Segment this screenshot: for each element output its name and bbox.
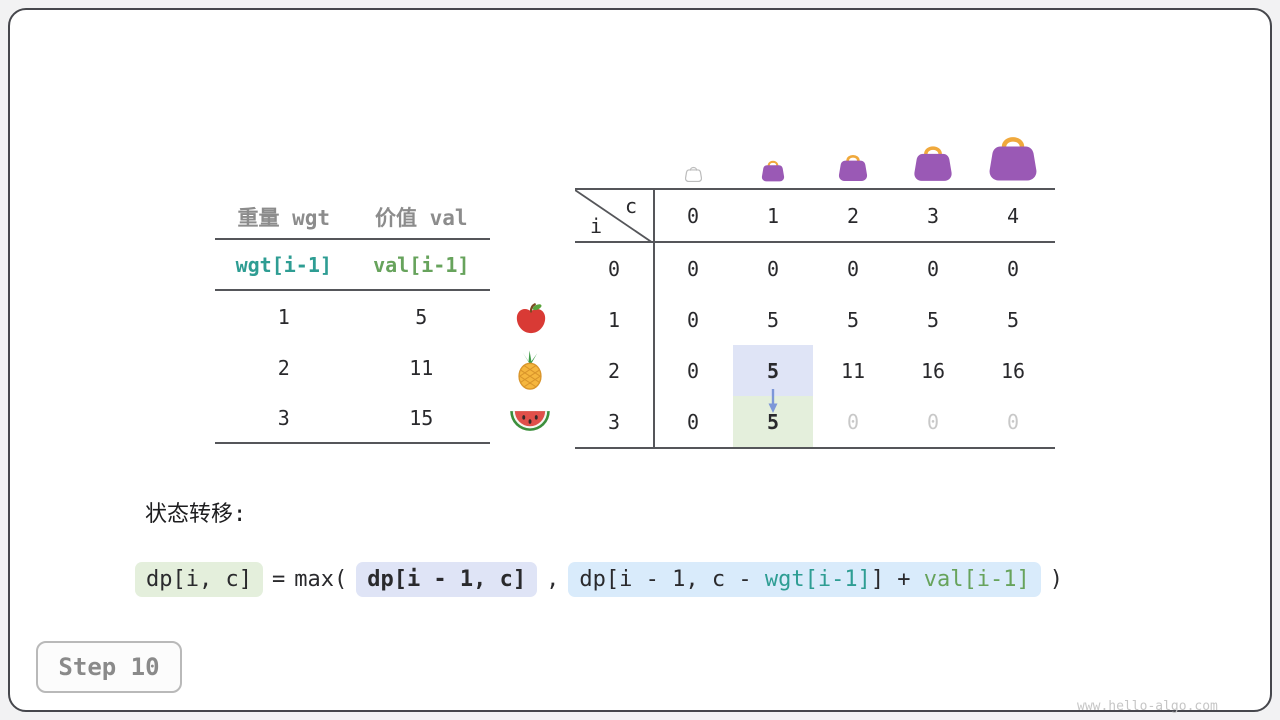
item-3-value: 15 xyxy=(409,405,434,430)
close-paren: ) xyxy=(1049,567,1064,592)
comma-separator: , xyxy=(546,567,560,592)
dp-col-header-2: 2 xyxy=(846,203,860,228)
apple-icon xyxy=(516,303,546,334)
dp-cell: 0 xyxy=(926,256,940,281)
dp-row-header-1: 1 xyxy=(607,307,621,332)
dp-table-vertical-divider xyxy=(653,188,655,449)
dp-cell-source-highlight: 5 xyxy=(733,345,813,396)
dp-cell: 0 xyxy=(686,307,700,332)
corner-col-var-label: c xyxy=(624,194,637,218)
dp-cell: 0 xyxy=(686,409,700,434)
arg2-prefix: dp[i - 1, c - xyxy=(579,567,765,592)
dp-row-3: 3 0 5 0 0 0 xyxy=(575,396,1055,447)
equals-sign: = xyxy=(271,567,286,592)
transition-formula: dp[i, c] = max( dp[i - 1, c] , dp[i - 1,… xyxy=(135,562,1063,597)
weight-column-header: 重量 wgt xyxy=(237,206,331,230)
formula-arg1-chip: dp[i - 1, c] xyxy=(356,562,538,597)
dp-table: c i 0 1 2 3 4 0 0 0 0 0 0 1 0 5 5 5 5 2 … xyxy=(575,188,1055,449)
item-table: 重量 wgt 价值 val wgt[i-1] val[i-1] 1 5 2 11… xyxy=(215,196,490,444)
dp-col-header-3: 3 xyxy=(926,203,940,228)
corner-row-var-label: i xyxy=(590,214,603,238)
dp-cell: 16 xyxy=(1000,358,1026,383)
capacity-bag-4-icon xyxy=(988,129,1038,182)
dp-cell: 16 xyxy=(920,358,946,383)
item-2-weight: 2 xyxy=(277,355,290,380)
max-open: max( xyxy=(294,567,348,592)
dp-row-1: 1 0 5 5 5 5 xyxy=(575,294,1055,345)
dp-cell: 5 xyxy=(926,307,940,332)
dp-row-0: 0 0 0 0 0 0 xyxy=(575,243,1055,294)
arg2-mid: ] + xyxy=(870,567,924,592)
item-row-3: 3 15 xyxy=(215,393,490,444)
formula-arg2-chip: dp[i - 1, c - wgt[i-1]] + val[i-1] xyxy=(568,562,1041,597)
item-2-value: 11 xyxy=(409,355,434,380)
dp-row-header-0: 0 xyxy=(607,256,621,281)
dp-row-header-2: 2 xyxy=(607,358,621,383)
dp-header-row: c i 0 1 2 3 4 xyxy=(575,190,1055,243)
dp-col-header-4: 4 xyxy=(1006,203,1020,228)
wgt-formula-cell: wgt[i-1] xyxy=(235,252,332,277)
empty-capacity-bag-icon xyxy=(685,166,702,182)
dp-cell: 5 xyxy=(766,307,780,332)
dp-row-header-3: 3 xyxy=(607,409,621,434)
transfer-arrow-icon xyxy=(768,389,778,413)
watermark: www.hello-algo.com xyxy=(1077,699,1218,714)
capacity-bag-3-icon xyxy=(913,146,953,182)
arg2-val-term: val[i-1] xyxy=(923,567,1030,592)
dp-cell: 0 xyxy=(686,358,700,383)
formula-lhs-chip: dp[i, c] xyxy=(135,562,263,597)
watermelon-icon xyxy=(510,411,550,431)
transition-label: 状态转移: xyxy=(145,502,247,527)
capacity-bag-1-icon xyxy=(761,160,785,182)
dp-cell-pending: 0 xyxy=(846,409,860,434)
dp-cell: 11 xyxy=(840,358,866,383)
value-column-header: 价值 val xyxy=(374,206,468,230)
dp-col-header-1: 1 xyxy=(766,203,780,228)
val-formula-cell: val[i-1] xyxy=(373,252,470,277)
dp-cell-pending: 0 xyxy=(926,409,940,434)
dp-row-2: 2 0 5 11 16 16 xyxy=(575,345,1055,396)
dp-cell: 0 xyxy=(846,256,860,281)
item-table-header-row: 重量 wgt 价值 val xyxy=(215,196,490,240)
item-row-2: 2 11 xyxy=(215,342,490,393)
item-row-1: 1 5 xyxy=(215,291,490,342)
dp-cell: 5 xyxy=(1006,307,1020,332)
dp-cell-pending: 0 xyxy=(1006,409,1020,434)
step-badge: Step 10 xyxy=(36,641,182,693)
pineapple-icon xyxy=(518,350,542,390)
dp-cell: 0 xyxy=(766,256,780,281)
item-3-weight: 3 xyxy=(277,405,290,430)
dp-cell: 0 xyxy=(1006,256,1020,281)
dp-corner-cell: c i xyxy=(575,190,653,243)
item-1-weight: 1 xyxy=(277,304,290,329)
arg2-wgt-term: wgt[i-1] xyxy=(764,567,871,592)
corner-diagonal-line xyxy=(575,190,653,243)
dp-col-header-0: 0 xyxy=(686,203,700,228)
item-1-value: 5 xyxy=(415,304,428,329)
dp-cell: 5 xyxy=(846,307,860,332)
item-table-formula-row: wgt[i-1] val[i-1] xyxy=(215,240,490,291)
dp-cell: 0 xyxy=(686,256,700,281)
capacity-bag-2-icon xyxy=(838,154,868,182)
